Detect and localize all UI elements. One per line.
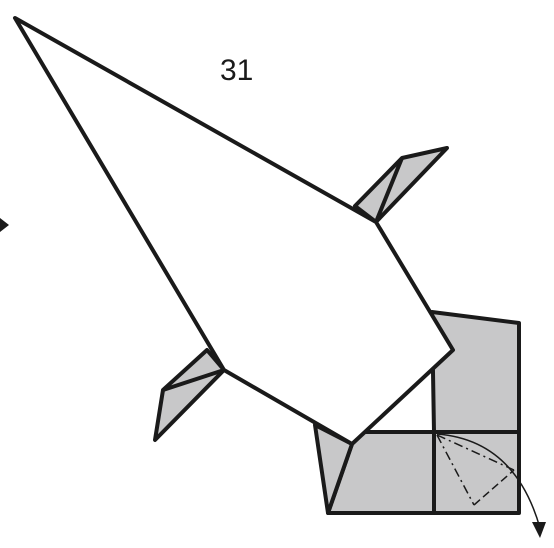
main-body bbox=[13, 16, 455, 446]
mountain-fold-line bbox=[436, 434, 475, 506]
fold-guides bbox=[436, 434, 515, 506]
corner-square bbox=[432, 430, 521, 515]
curved-arrow-icon bbox=[436, 433, 546, 538]
lower-fin bbox=[153, 348, 226, 442]
step-number: 31 bbox=[220, 54, 253, 87]
upper-fin bbox=[353, 146, 449, 224]
arrowhead-icon bbox=[0, 218, 9, 232]
crease-line bbox=[473, 469, 515, 506]
right-column-flap bbox=[430, 310, 521, 434]
valley-fold-line bbox=[436, 434, 515, 471]
